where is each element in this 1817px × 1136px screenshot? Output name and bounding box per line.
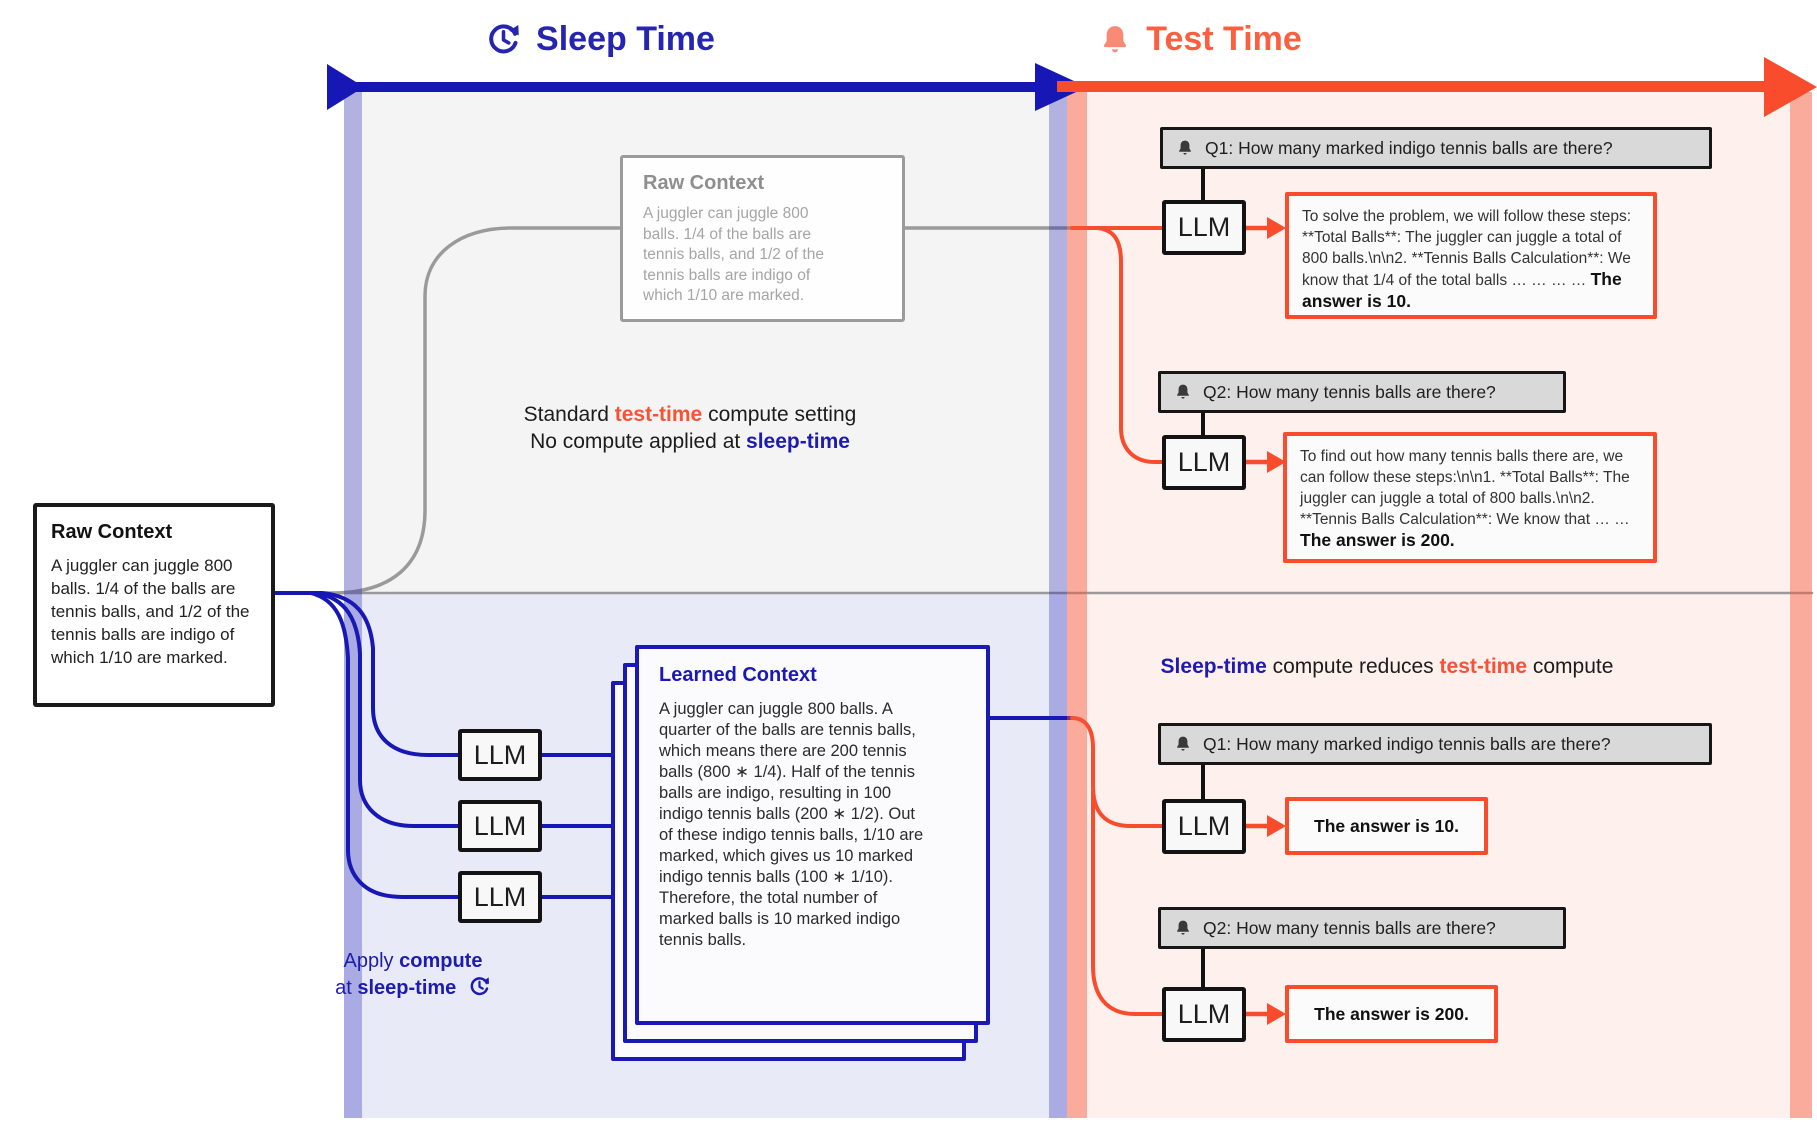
mid-blue-band [1049,92,1067,1118]
test-timeline-bar [1057,81,1771,92]
learned-context-box: Learned Context A juggler can juggle 800… [635,645,990,1025]
learned-context-title: Learned Context [659,664,817,686]
sleep-llm-1: LLM [458,729,542,781]
raw-to-faded-connector [273,226,622,595]
sleep-time-header: Sleep Time [420,20,780,59]
raw-context-body: A juggler can juggle 800 balls. 1/4 of t… [51,556,250,667]
raw-to-llm3-connector [273,591,460,899]
raw-context-box: Raw Context A juggler can juggle 800 bal… [33,503,275,707]
test-timeline-arrowhead [1764,57,1817,117]
learned-to-llm4-connector [1091,790,1164,1016]
raw-context-title: Raw Context [51,521,173,543]
question-1-top: Q1: How many marked indigo tennis balls … [1160,127,1712,169]
answer2-arrowhead [1267,451,1286,473]
sleep-llm-2: LLM [458,800,542,852]
reduce-compute-note: Sleep-time compute reduces test-time com… [1160,655,1614,678]
standard-setting-note: Standard test-time compute setting No co… [430,401,950,455]
answer3-arrowhead [1267,815,1286,837]
bell-icon [1179,140,1191,155]
test-llm-3: LLM [1162,799,1246,854]
question-2-bottom-label: Q2: How many tennis balls are there? [1203,917,1496,938]
raw-to-llm1-connector [273,591,460,757]
answer-2-box: To find out how many tennis balls there … [1283,432,1657,563]
right-red-band [1790,92,1812,1118]
sleep-time-highlight: sleep-time [746,430,850,453]
sleep-timeline-start-triangle [327,64,364,110]
question-2-bottom: Q2: How many tennis balls are there? [1158,907,1566,949]
test-time-header: Test Time [1030,20,1370,59]
sleep-llm-3: LLM [458,871,542,923]
test-llm-2: LLM [1162,435,1246,490]
faded-raw-context-body: A juggler can juggle 800 balls. 1/4 of t… [643,205,824,304]
branch-to-llm2-connector [1096,226,1164,464]
question-1-bottom-label: Q1: How many marked indigo tennis balls … [1203,733,1611,754]
test-time-title: Test Time [1146,20,1302,58]
sleep-time-title: Sleep Time [536,20,715,58]
faded-raw-context-box: Raw Context A juggler can juggle 800 bal… [620,155,905,322]
question-1-label: Q1: How many marked indigo tennis balls … [1205,137,1613,158]
bell-icon [1177,736,1189,751]
faded-raw-context-title: Raw Context [643,172,765,194]
answer4-arrowhead [1267,1003,1286,1025]
question-2-label: Q2: How many tennis balls are there? [1203,381,1496,402]
bell-icon [1177,384,1189,399]
question-2-top: Q2: How many tennis balls are there? [1158,371,1566,413]
learned-to-llm3-connector [1070,716,1164,828]
answer1-arrowhead [1267,217,1286,239]
clock-refresh-icon [470,977,489,996]
standard-setting-line1: Standard test-time compute setting [523,403,857,426]
learned-context-body: A juggler can juggle 800 balls. A quarte… [659,700,924,949]
standard-setting-line2: No compute applied at sleep-time [530,430,850,453]
raw-to-llm2-connector [273,591,460,828]
test-llm-4: LLM [1162,987,1246,1042]
answer-1-box: To solve the problem, we will follow the… [1285,192,1657,319]
answer-3-box: The answer is 10. [1285,797,1488,855]
mid-red-band [1067,92,1087,1118]
test-llm-1: LLM [1162,200,1246,255]
answer-4-box: The answer is 200. [1285,985,1498,1043]
bell-icon [1104,25,1127,52]
sleep-timeline-bar [340,82,1057,92]
question-1-bottom: Q1: How many marked indigo tennis balls … [1158,723,1712,765]
clock-refresh-icon [489,24,519,54]
test-time-highlight: test-time [614,403,703,426]
apply-compute-note: Apply compute at sleep-time [318,948,508,1002]
bell-icon [1177,920,1189,935]
left-blue-band [344,92,362,1118]
